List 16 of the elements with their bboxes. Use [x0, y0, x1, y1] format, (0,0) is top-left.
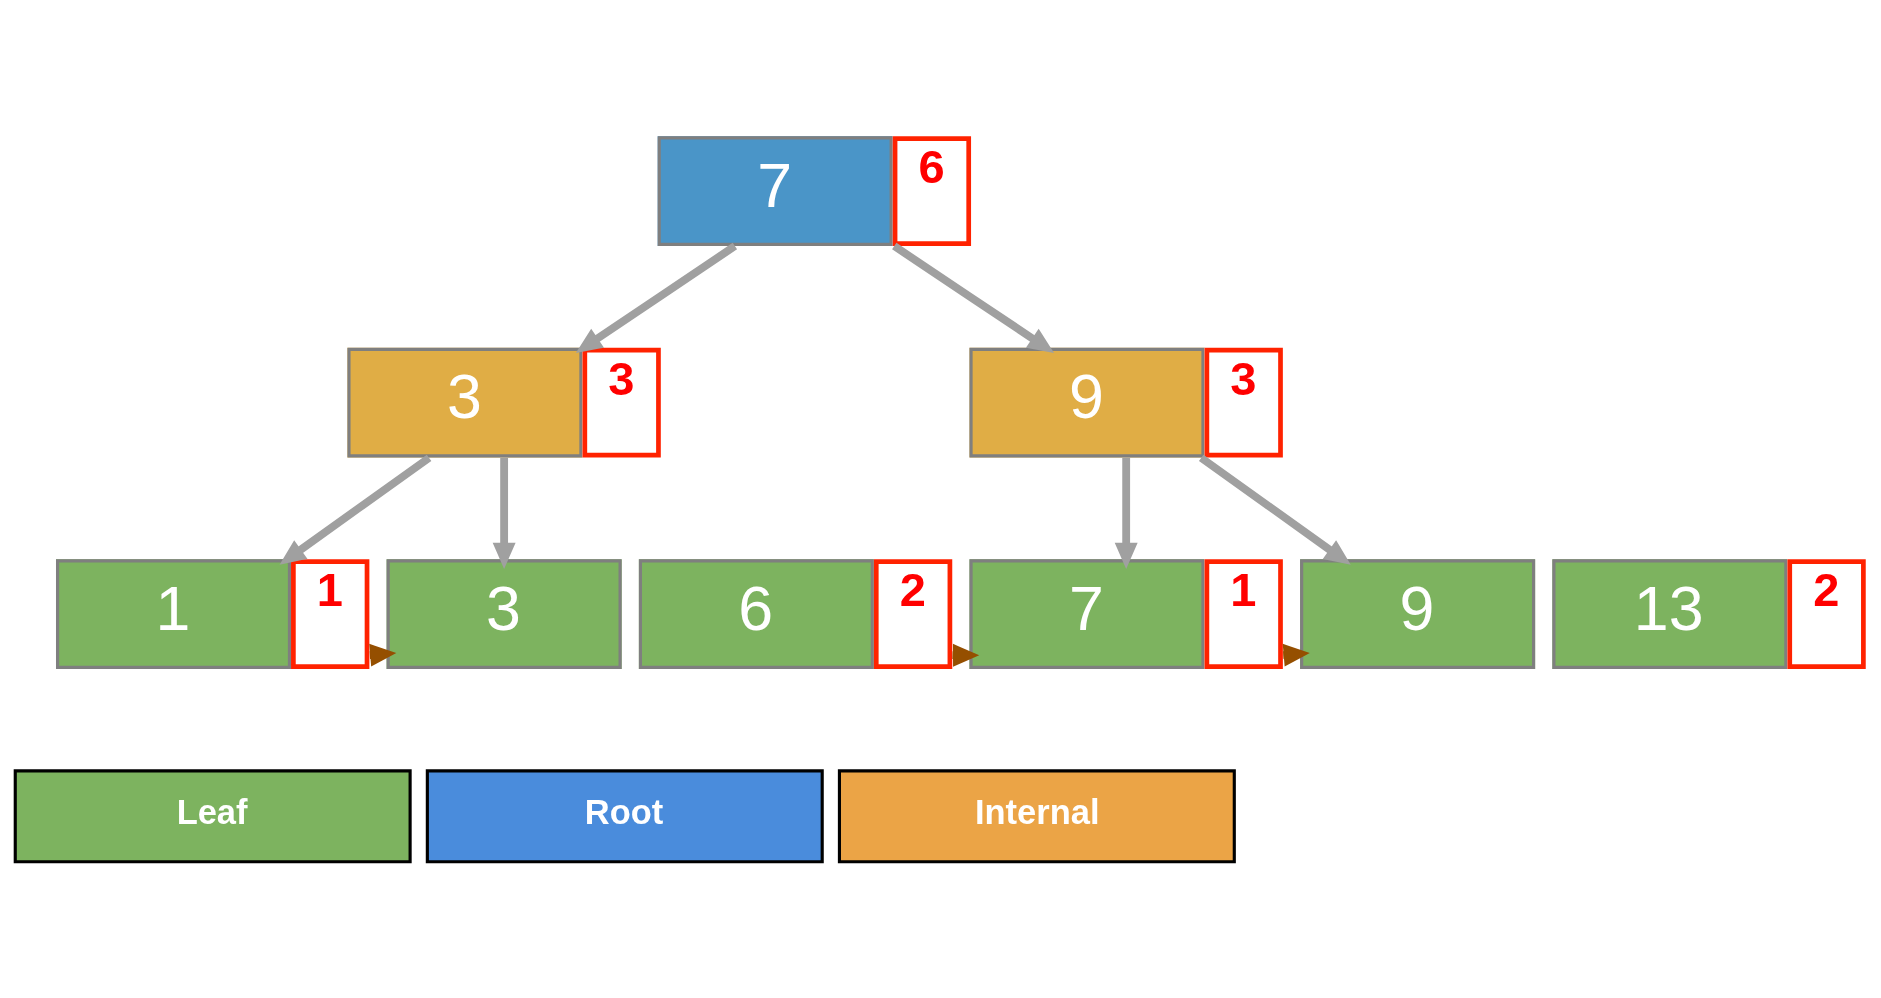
arrow — [279, 454, 432, 565]
legend-label: Internal — [974, 792, 1100, 831]
legend-label: Root — [584, 792, 664, 831]
node-label: 6 — [918, 140, 945, 194]
arrow — [1114, 457, 1138, 569]
arrow — [575, 242, 738, 353]
node-label: 1 — [1230, 563, 1257, 617]
node-label: 2 — [899, 563, 926, 617]
node-label: 3 — [1230, 351, 1257, 405]
arrow — [1198, 454, 1351, 565]
node-label: 3 — [608, 351, 635, 405]
node-label: 2 — [1813, 563, 1840, 617]
arrow — [492, 457, 516, 569]
arrow — [892, 242, 1055, 353]
legend-label: Leaf — [176, 792, 248, 831]
node-label: 1 — [316, 563, 344, 617]
